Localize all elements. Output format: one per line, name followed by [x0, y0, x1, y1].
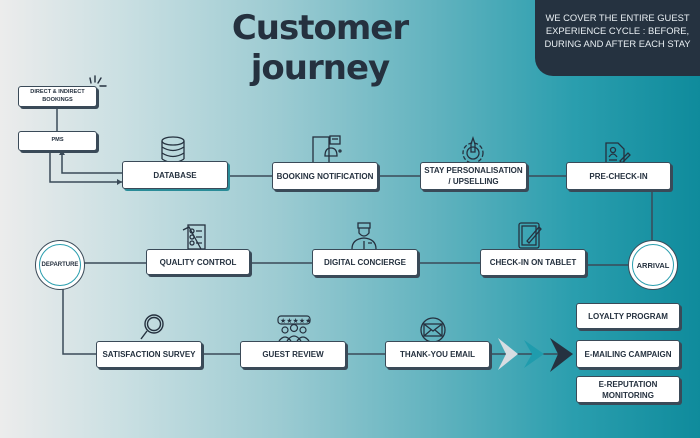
arrow-head-database: [117, 179, 122, 185]
svg-text:★★★★★: ★★★★★: [280, 317, 311, 325]
outcome-ereputation-monitoring[interactable]: E-REPUTATION MONITORING: [576, 376, 680, 403]
stage-arrival[interactable]: ARRIVAL: [628, 240, 678, 290]
step-direct-bookings[interactable]: DIRECT & INDIRECT BOOKINGS: [18, 86, 97, 107]
chevron-light: [498, 338, 518, 370]
departure-label: DEPARTURE: [41, 262, 79, 268]
connector-pms-database: [49, 151, 122, 183]
outcome-loyalty-program[interactable]: LOYALTY PROGRAM: [576, 303, 680, 329]
step-satisfaction-survey[interactable]: SATISFACTION SURVEY: [96, 341, 202, 368]
gear-pencil-icon: [458, 134, 488, 164]
step-digital-concierge[interactable]: DIGITAL CONCIERGE: [312, 249, 418, 276]
step-check-in-tablet[interactable]: CHECK-IN ON TABLET: [480, 249, 586, 276]
tagline-banner: We cover the entire guest experience cyc…: [535, 0, 700, 76]
outcome-emailing-campaign[interactable]: E-MAILING CAMPAIGN: [576, 340, 680, 368]
chevron-dark: [550, 338, 573, 372]
step-stay-personalisation[interactable]: STAY PERSONALISATION / UPSELLING: [420, 162, 527, 190]
progress-chevrons: [498, 338, 573, 372]
arrival-label: ARRIVAL: [636, 260, 670, 270]
stage-departure[interactable]: DEPARTURE: [35, 240, 85, 290]
concierge-icon: [349, 221, 379, 251]
step-pms[interactable]: PMS: [18, 131, 97, 151]
envelope-icon: [419, 316, 447, 342]
step-quality-control[interactable]: QUALITY CONTROL: [146, 249, 250, 275]
step-booking-notification[interactable]: BOOKING NOTIFICATION: [272, 162, 378, 190]
star-rating-people-icon: ★★★★★: [276, 314, 312, 342]
checklist-icon: [180, 222, 212, 250]
chevron-teal: [524, 340, 544, 368]
page-title: Customer journey: [231, 8, 409, 88]
arrow-head-pms: [59, 150, 65, 155]
database-icon: [158, 136, 188, 164]
connector-database-pms: [61, 153, 122, 174]
magnifier-icon: [140, 313, 166, 341]
step-pre-check-in[interactable]: PRE-CHECK-IN: [566, 162, 671, 190]
step-database[interactable]: DATABASE: [122, 161, 228, 189]
connector-departure-survey: [62, 288, 96, 355]
burst-icon: [89, 75, 107, 87]
step-guest-review[interactable]: GUEST REVIEW: [240, 341, 346, 368]
tablet-pencil-icon: [516, 221, 546, 249]
phone-bell-icon: [310, 134, 344, 164]
step-thank-you-email[interactable]: THANK-YOU EMAIL: [385, 341, 490, 368]
